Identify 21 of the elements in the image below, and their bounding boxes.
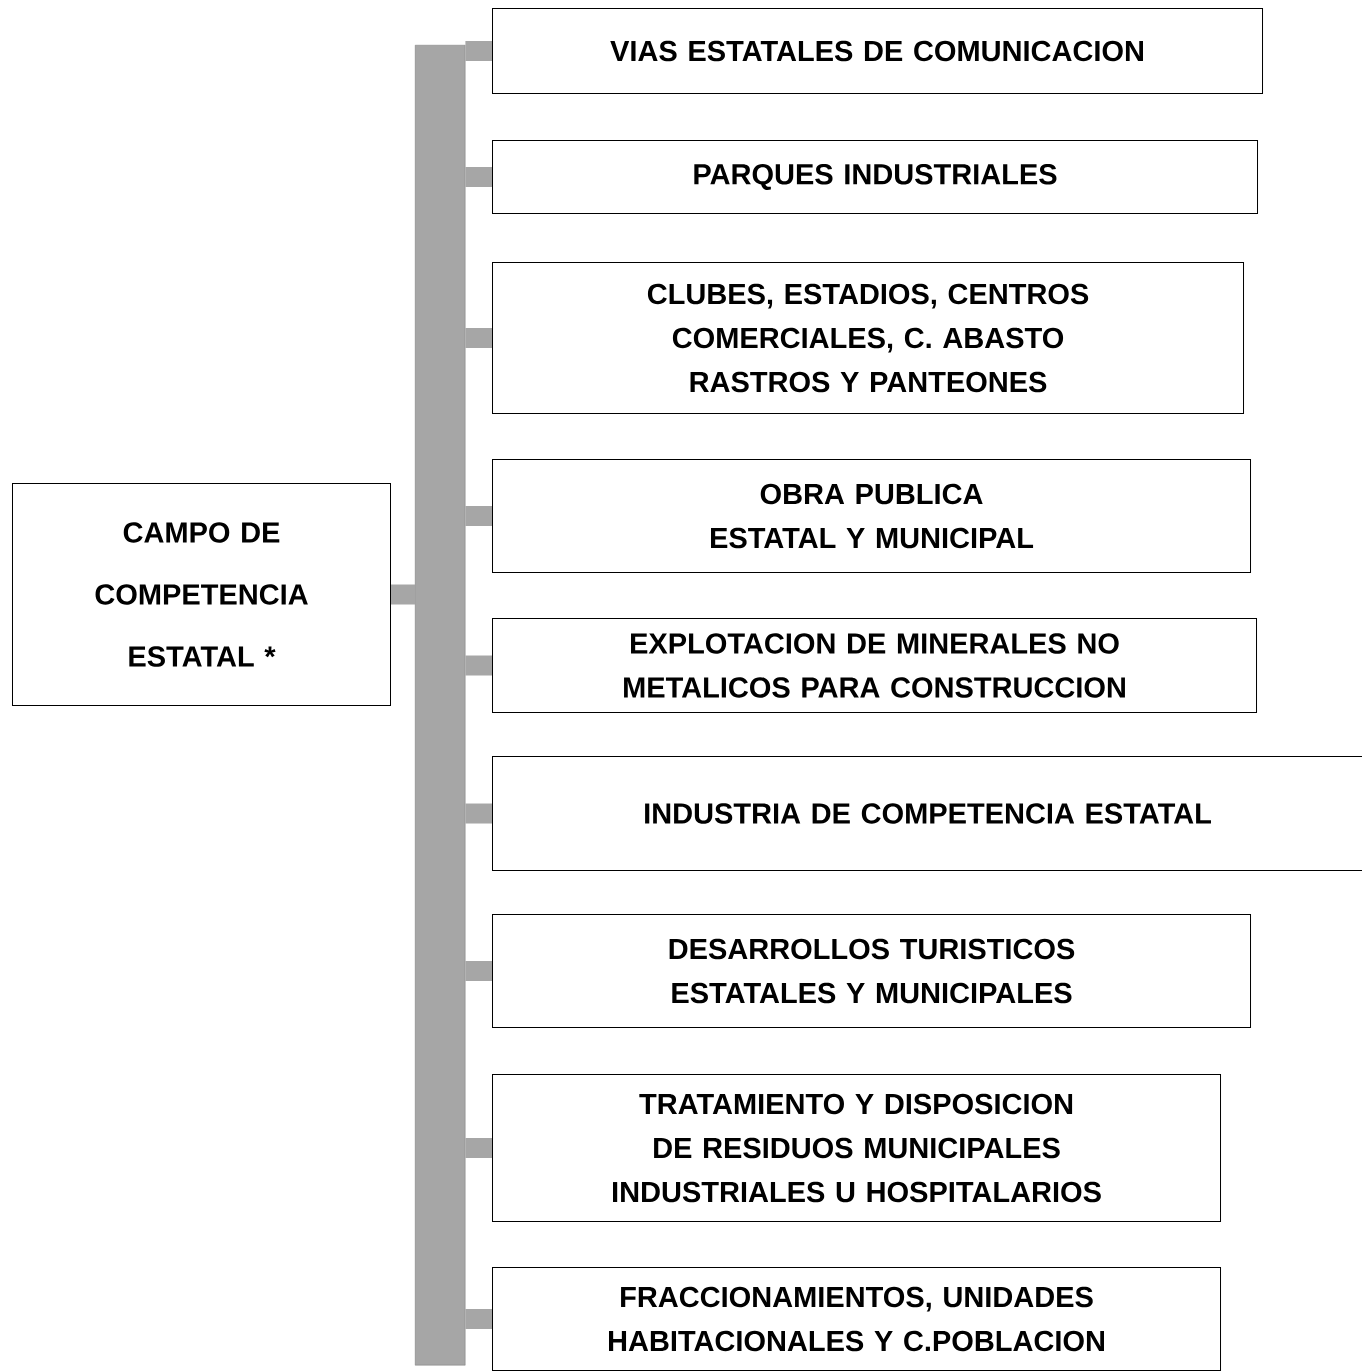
text-box: INDUSTRIA DE COMPETENCIA ESTATAL [492,756,1362,871]
connector [465,655,492,676]
text-box: OBRA PUBLICA ESTATAL Y MUNICIPAL [492,459,1251,573]
connector [465,41,492,61]
text-box: CLUBES, ESTADIOS, CENTROS COMERCIALES, C. ABASTO RASTROS Y PANTEONES [492,262,1244,414]
text-box: TRATAMIENTO Y DISPOSICION DE RESIDUOS MUNICIPALES INDUSTRIALES U HOSPITALARIOS [492,1074,1221,1222]
connector [465,1309,492,1329]
connector [465,506,492,526]
text-box: EXPLOTACION DE MINERALES NO METALICOS PARA CONSTRUCCION [492,618,1257,713]
connector [465,1138,492,1158]
connector [465,961,492,981]
text-box: PARQUES INDUSTRIALES [492,140,1258,214]
text-box: FRACCIONAMIENTOS, UNIDADES HABITACIONALES Y C.POBLACION [492,1267,1221,1371]
text-box: DESARROLLOS TURISTICOS ESTATALES Y MUNICIPALES [492,914,1251,1028]
connector [465,328,492,348]
connector [391,584,415,605]
vertical-bar [415,45,466,1366]
connector [465,803,492,824]
text-box: CAMPO DE COMPETENCIA ESTATAL * [12,483,391,706]
text-box: VIAS ESTATALES DE COMUNICACION [492,8,1263,94]
connector [465,167,492,187]
